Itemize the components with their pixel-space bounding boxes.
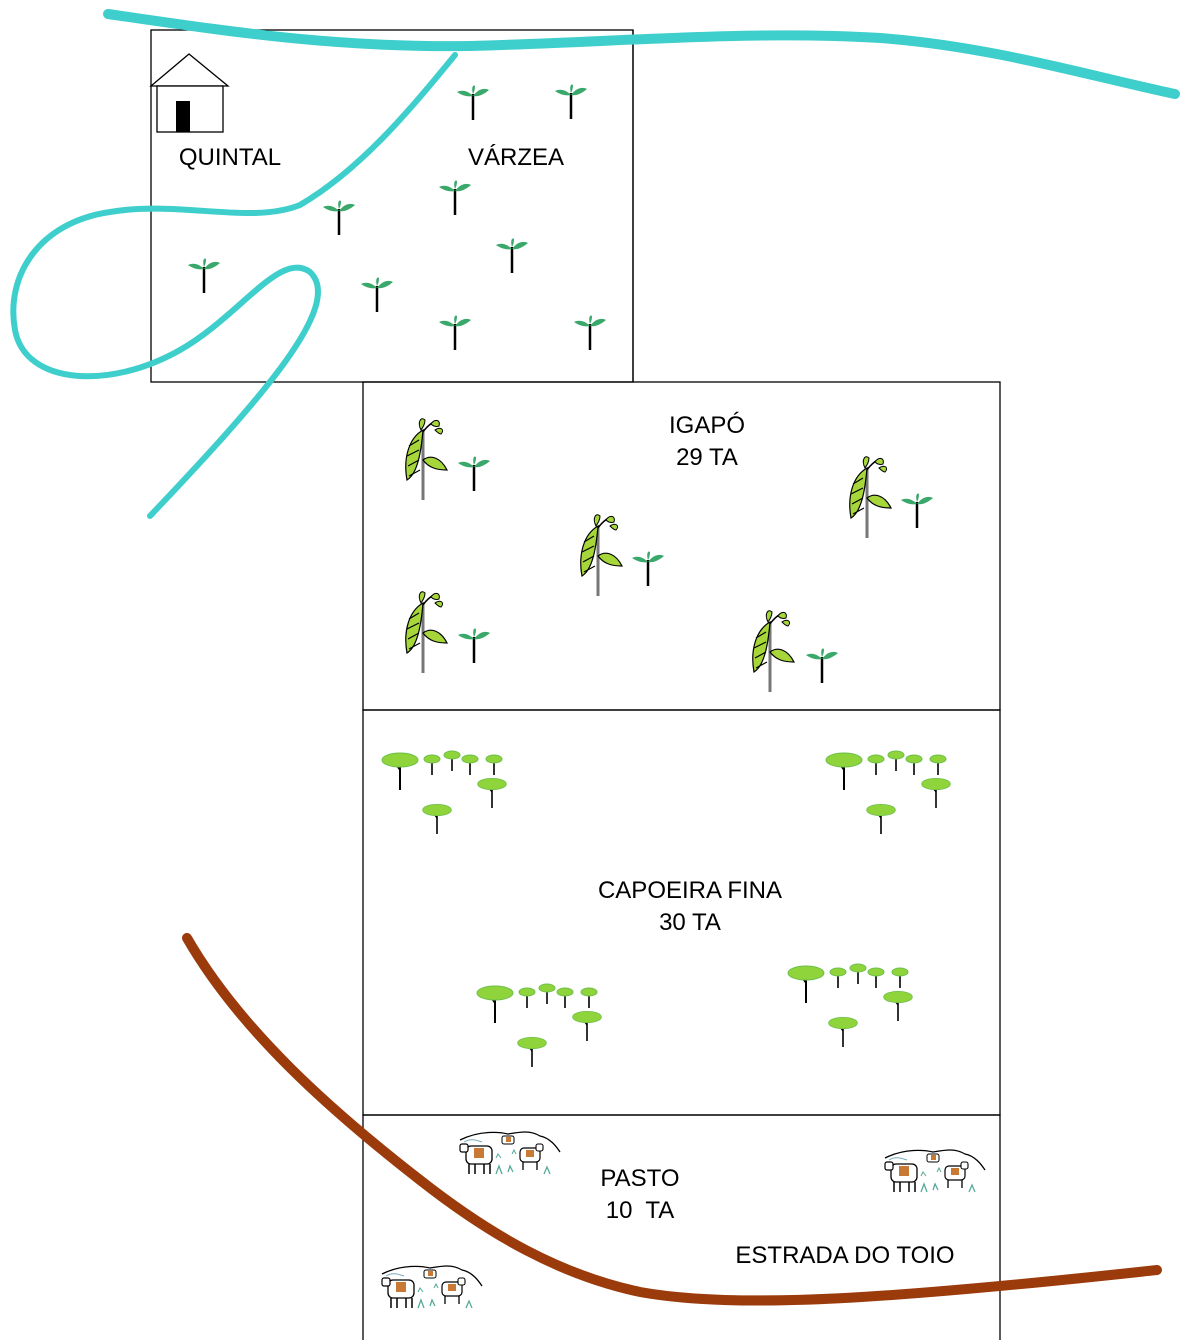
pasto-label: PASTO 10 TA xyxy=(570,1163,710,1227)
seedling-icon xyxy=(804,647,840,685)
quintal-label: QUINTAL xyxy=(160,142,300,174)
plot-name: VÁRZEA xyxy=(467,144,565,171)
acacia-tree-icon xyxy=(382,751,506,834)
acacia-tree-icon xyxy=(788,964,912,1047)
seedling-icon xyxy=(359,276,395,314)
plot-boundaries xyxy=(150,29,1001,1340)
acacia-tree-icon xyxy=(826,751,950,834)
varzea-label: VÁRZEA xyxy=(446,142,586,174)
palm-tree-icon xyxy=(751,609,796,694)
palm-tree-icon xyxy=(404,590,449,675)
plot-area: 30 TA xyxy=(659,909,721,936)
cattle-icon xyxy=(884,1149,986,1193)
seedling-icon xyxy=(321,199,357,237)
plot-name: QUINTAL xyxy=(178,144,282,171)
palm-tree-icon xyxy=(579,513,624,598)
seedling-icon xyxy=(553,83,589,121)
seedling-icon xyxy=(899,492,935,530)
seedling-icon xyxy=(186,257,222,295)
igapo-label: IGAPÓ 29 TA xyxy=(607,410,807,474)
seedling-icon xyxy=(572,314,608,352)
seedling-icon xyxy=(455,84,491,122)
house-icon xyxy=(149,53,230,133)
river-main xyxy=(103,9,1180,99)
road-label: ESTRADA DO TOIO xyxy=(700,1240,990,1272)
acacia-tree-icon xyxy=(477,984,601,1067)
seedling-icon xyxy=(456,455,492,493)
cattle-icon xyxy=(381,1265,483,1309)
capoeira-label: CAPOEIRA FINA 30 TA xyxy=(550,875,830,939)
palm-tree-icon xyxy=(404,417,449,502)
plot-name: IGAPÓ xyxy=(668,412,746,439)
palm-tree-icon xyxy=(848,455,893,540)
plot-name: CAPOEIRA FINA xyxy=(597,877,783,904)
seedling-icon xyxy=(630,550,666,588)
pasto-plot xyxy=(362,1114,1001,1340)
plot-area: 10 TA xyxy=(605,1197,675,1224)
seedling-icon xyxy=(456,627,492,665)
seedling-icon xyxy=(494,237,530,275)
plot-area: 29 TA xyxy=(676,444,738,471)
plot-name: PASTO xyxy=(600,1165,680,1192)
road-estrada-do-toio xyxy=(182,933,1162,1306)
cattle-icon xyxy=(459,1131,561,1175)
seedling-icon xyxy=(437,314,473,352)
river-branch xyxy=(10,52,458,519)
road-name: ESTRADA DO TOIO xyxy=(735,1242,955,1269)
seedling-icon xyxy=(437,179,473,217)
